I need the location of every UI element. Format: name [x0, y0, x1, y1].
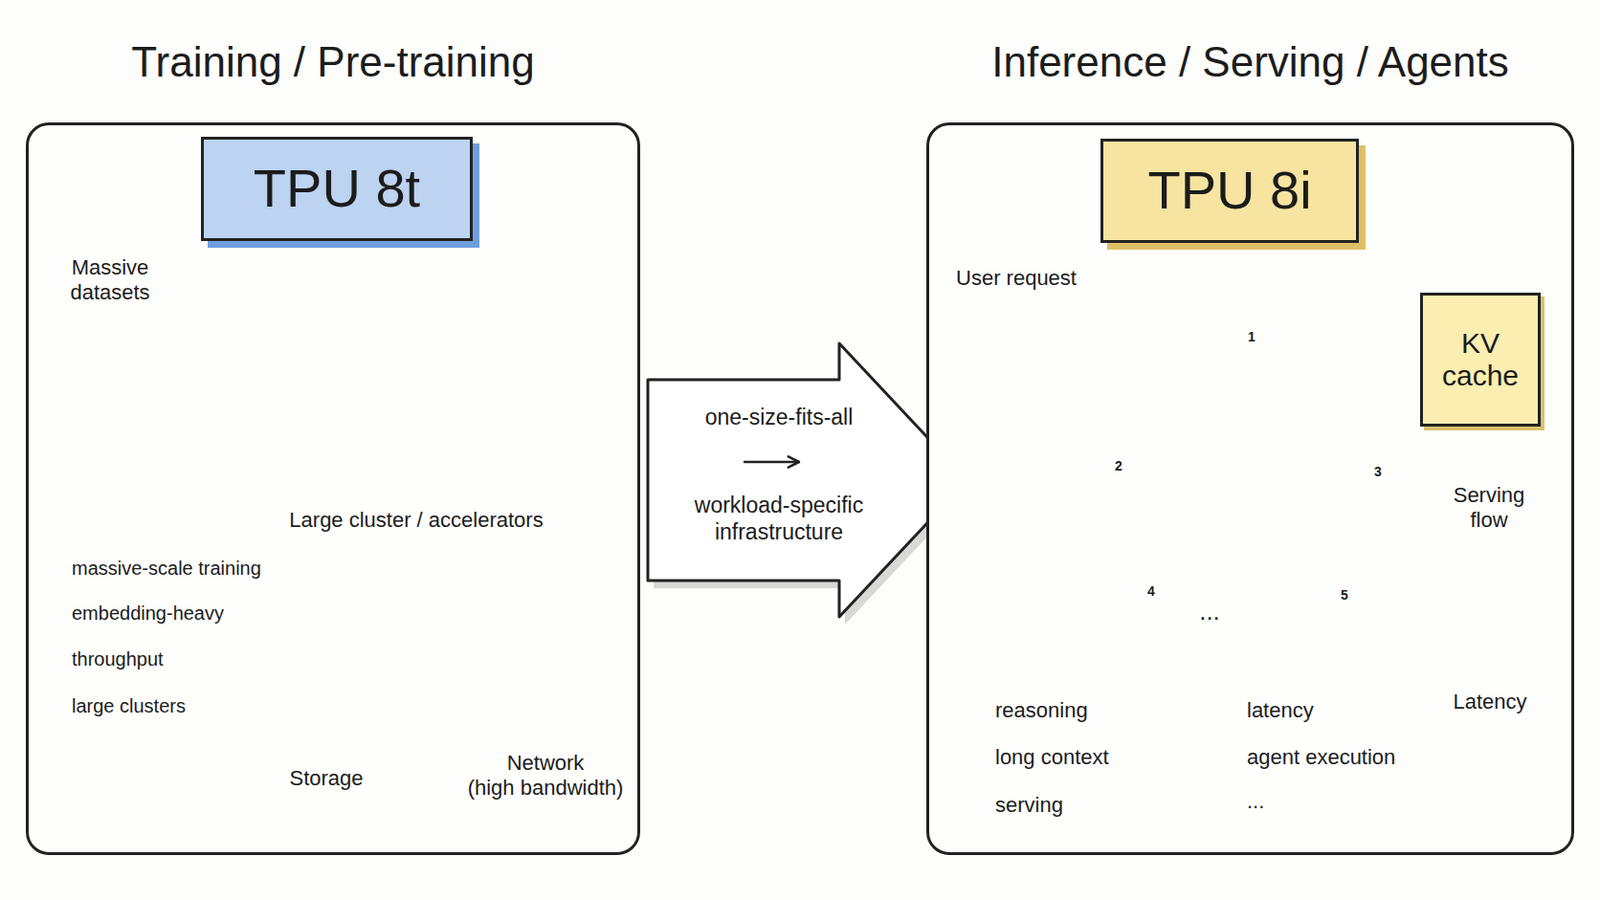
bullet-text: large clusters: [71, 694, 186, 718]
bullet-text: reasoning: [995, 698, 1089, 724]
chip-box: TPU 8t: [200, 136, 473, 242]
callout-number: 1: [1247, 329, 1256, 346]
box-label: TPU 8i: [1147, 159, 1312, 222]
bullet-text: throughput: [71, 647, 164, 671]
network-label: Network (high bandwidth): [454, 751, 637, 802]
bullet-text: ...: [1246, 789, 1265, 815]
callout-number: 3: [1374, 464, 1382, 481]
callout-number: 5: [1340, 587, 1349, 604]
bullet-text: serving: [995, 793, 1064, 819]
bullet-text: latency: [1246, 698, 1314, 724]
bullet-text: agent execution: [1246, 745, 1396, 771]
training-panel: Training / Pre-trainingTPU 8t: [25, 122, 641, 856]
data-label: Massive datasets: [43, 255, 178, 307]
arrow-text: one-size-fits-all: [657, 404, 901, 432]
cluster-label: Large cluster / accelerators: [288, 508, 543, 534]
user-label: User request: [955, 266, 1077, 291]
bullet-text: massive-scale training: [71, 556, 262, 580]
ellipsis: ...: [1199, 597, 1221, 627]
bullet-text: embedding-heavy: [71, 601, 224, 625]
flow-label: Serving flow: [1441, 483, 1537, 534]
panel-heading: Training / Pre-training: [28, 37, 638, 88]
callout-number: 2: [1114, 458, 1123, 475]
storage-label: Storage: [288, 766, 363, 792]
callout-number: 4: [1147, 583, 1156, 600]
transition-arrow: one-size-fits-all workload-specific infra…: [645, 341, 970, 623]
box-label: KV cache: [1439, 327, 1522, 394]
panel-heading: Inference / Serving / Agents: [929, 37, 1572, 88]
kv-cache-note: KV cache: [1420, 292, 1541, 427]
small-arrow: [744, 461, 800, 465]
arrow-body: [647, 343, 968, 618]
bullet-text: long context: [995, 745, 1110, 771]
box-label: TPU 8t: [253, 157, 421, 220]
chip-box: TPU 8i: [1100, 138, 1359, 244]
arrow-text: workload-specific infrastructure: [657, 492, 901, 546]
latency-label: Latency: [1452, 689, 1527, 715]
